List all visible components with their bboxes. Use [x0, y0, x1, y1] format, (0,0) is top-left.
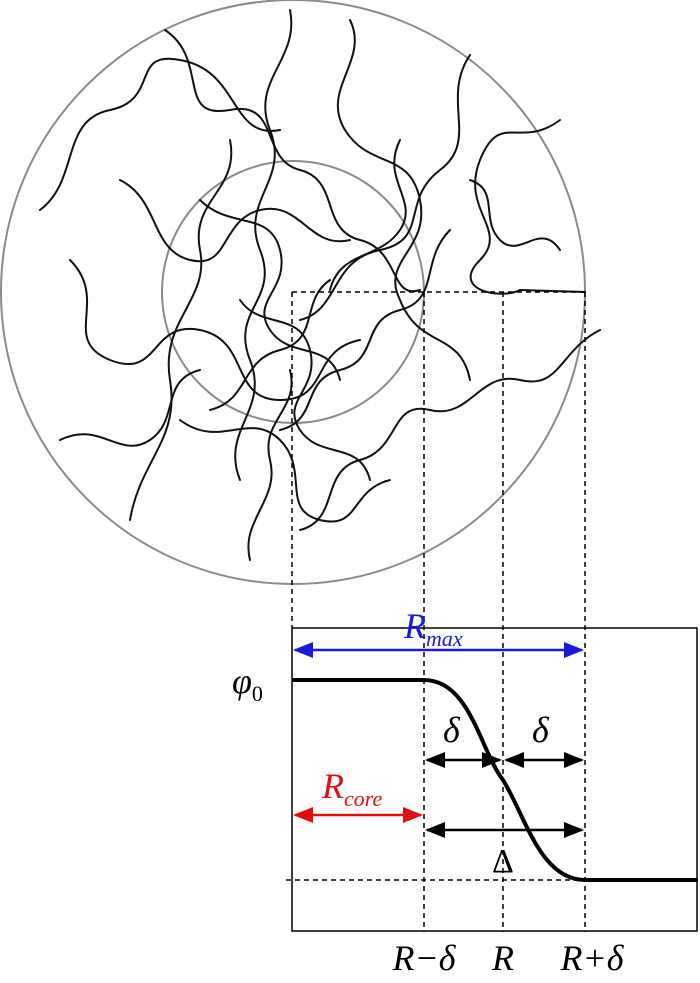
- tick-r-minus-delta: R−δ: [391, 938, 456, 978]
- big-delta-label: Δ: [492, 843, 514, 880]
- r-max-label: Rmax: [403, 606, 463, 651]
- r-core-label: Rcore: [321, 766, 383, 811]
- projection-lines: [286, 291, 698, 932]
- tick-r: R: [491, 938, 514, 978]
- density-profile-curve: [292, 678, 698, 882]
- tick-r-plus-delta: R+δ: [559, 938, 624, 978]
- delta-left-label: δ: [443, 710, 461, 750]
- profile-box: [291, 627, 698, 932]
- delta-right-label: δ: [532, 710, 550, 750]
- phi-label: φ0: [232, 661, 263, 706]
- polymer-chains: [39, 9, 601, 561]
